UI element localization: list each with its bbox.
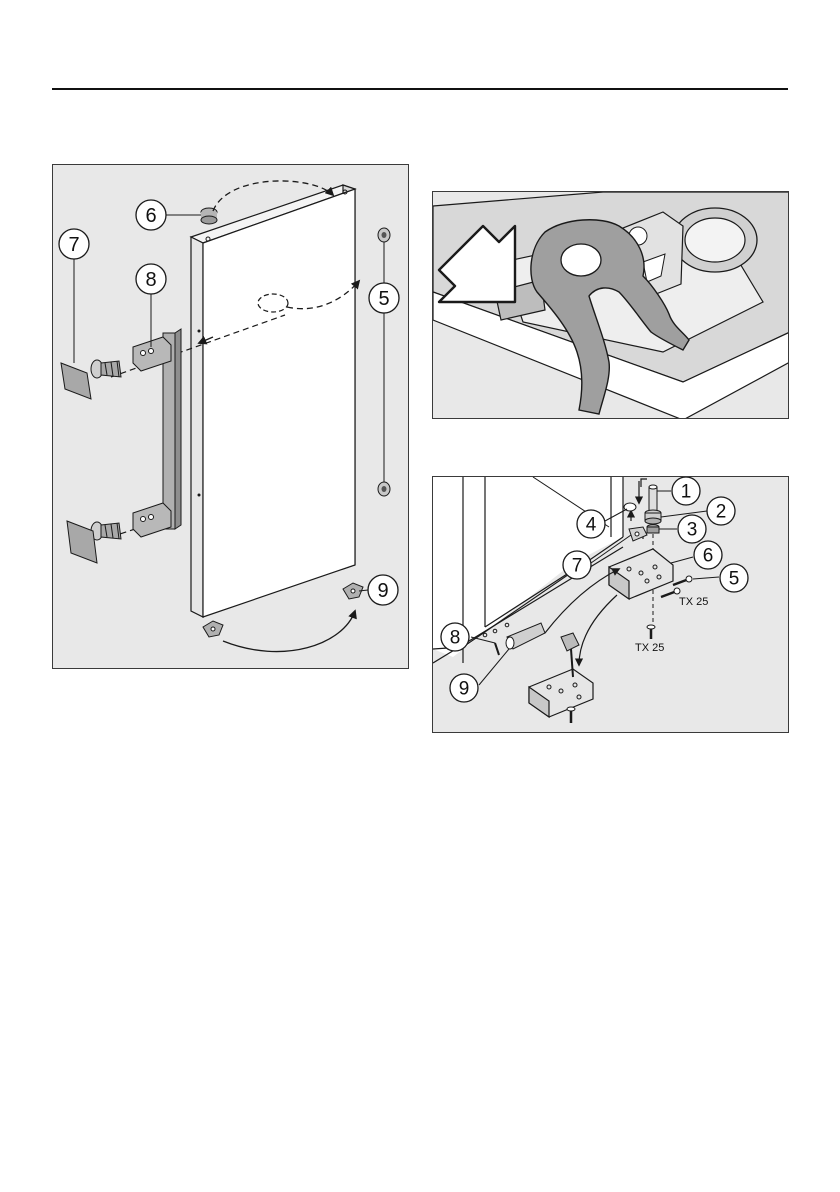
- hinge-bushing-stack: [645, 510, 661, 533]
- hinge-bushing: [673, 208, 757, 272]
- door-reversal-svg: 6 7 8 5 9: [53, 165, 409, 669]
- callout-8: 8: [441, 623, 469, 651]
- lever-hole: [561, 244, 601, 276]
- screw-label-bottom: TX 25: [635, 642, 664, 654]
- callout-5: 5: [369, 283, 399, 313]
- screw-lower: [91, 522, 121, 540]
- svg-text:6: 6: [703, 546, 714, 567]
- hinge-assembly-diagram: TX 25 TX 25: [432, 476, 789, 733]
- callout-6: 6: [694, 541, 722, 569]
- callout-9: 9: [368, 575, 398, 605]
- callout-7: 7: [563, 551, 591, 579]
- svg-text:9: 9: [459, 679, 470, 700]
- svg-text:3: 3: [687, 520, 698, 541]
- move-arrow-lower: [579, 595, 617, 665]
- hinge-bracket-main: [609, 549, 673, 599]
- hinge-pin: [649, 485, 657, 511]
- hinge-release-svg: [433, 192, 789, 419]
- svg-text:7: 7: [572, 556, 583, 577]
- hinge-plate-bottom-left: [203, 621, 223, 637]
- callout-5: 5: [720, 564, 748, 592]
- svg-text:2: 2: [716, 502, 727, 523]
- hinge-washer-small: [629, 527, 647, 541]
- callout-2: 2: [707, 497, 735, 525]
- svg-text:5: 5: [378, 288, 389, 310]
- screw-bottom: [647, 625, 655, 639]
- cover-cap-upper: [61, 363, 91, 399]
- callout-7: 7: [59, 229, 89, 259]
- hinge-release-closeup: [432, 191, 789, 419]
- svg-text:9: 9: [377, 580, 388, 602]
- hinge-pin-top: [201, 208, 217, 224]
- header-rule: [52, 88, 788, 90]
- grommet-top: [378, 228, 390, 242]
- svg-text:5: 5: [729, 569, 740, 590]
- callout-1: 1: [672, 477, 700, 505]
- door-panel: [191, 185, 355, 617]
- door-reversal-diagram: 6 7 8 5 9: [52, 164, 409, 669]
- callout-3: 3: [678, 515, 706, 543]
- svg-text:8: 8: [145, 269, 156, 291]
- hinge-assembly-svg: TX 25 TX 25: [433, 477, 789, 733]
- handle-pin: [495, 643, 499, 655]
- hinge-bracket-relocated: [529, 633, 593, 723]
- callout-8: 8: [136, 264, 166, 294]
- handle-cap: [506, 623, 545, 649]
- svg-text:4: 4: [586, 515, 597, 536]
- svg-text:7: 7: [68, 234, 79, 256]
- move-arrow-bottom: [223, 611, 355, 652]
- callout-4: 4: [577, 510, 605, 538]
- callout-6: 6: [136, 200, 166, 230]
- screw-side-1: [673, 576, 692, 585]
- svg-text:8: 8: [450, 628, 461, 649]
- grommet-bottom: [378, 482, 390, 496]
- callout-9: 9: [450, 674, 478, 702]
- door-handle: [133, 329, 181, 537]
- svg-text:1: 1: [681, 482, 692, 503]
- svg-text:6: 6: [145, 205, 156, 227]
- screw-upper: [91, 360, 121, 378]
- screw-side-2: [661, 588, 680, 597]
- screw-label-side: TX 25: [679, 596, 708, 608]
